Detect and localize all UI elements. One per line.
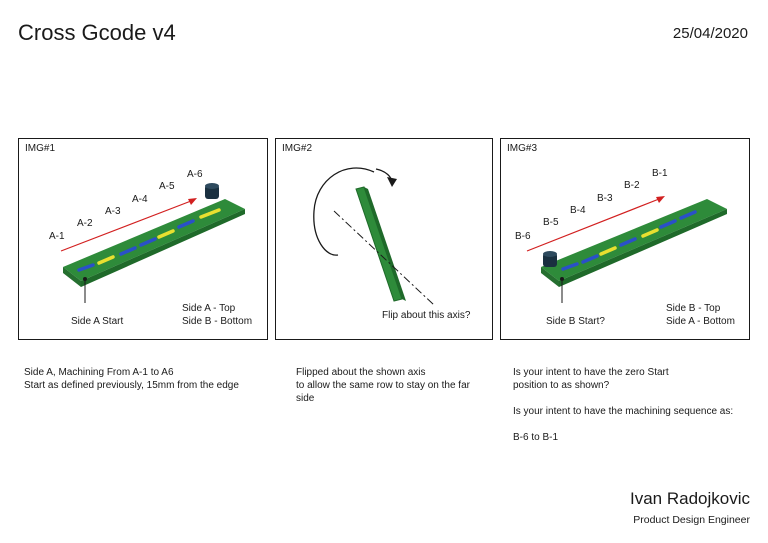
caption-line: B-6 to B-1 bbox=[513, 432, 559, 443]
caption-img3: Is your intent to have the zero Start po… bbox=[513, 366, 753, 444]
document-date: 25/04/2020 bbox=[672, 25, 748, 42]
sequence-arrowhead bbox=[188, 198, 197, 205]
img3-illustration bbox=[526, 196, 727, 303]
start-dot bbox=[83, 277, 87, 281]
board-standing-side bbox=[364, 187, 406, 301]
machining-marks bbox=[561, 210, 697, 271]
step-label: B-1 bbox=[652, 168, 668, 179]
author-name: Ivan Radojkovic bbox=[629, 489, 750, 508]
panel-img3: IMG#3 B-6 B-5 B-4 B-3 B-2 B-1 Side B Sta… bbox=[500, 138, 750, 340]
panel-img2: IMG#2 Flip about this axis? bbox=[275, 138, 493, 340]
side-bottom-label: Side A - Bottom bbox=[666, 316, 735, 327]
step-label: B-2 bbox=[624, 180, 640, 191]
fixture-top bbox=[205, 183, 219, 189]
caption-line: position to as shown? bbox=[513, 380, 610, 391]
caption-line: to allow the same row to stay on the far bbox=[296, 380, 470, 391]
flip-axis bbox=[333, 210, 435, 306]
caption-img1: Side A, Machining From A-1 to A6 Start a… bbox=[24, 366, 264, 392]
caption-line: Is your intent to have the machining seq… bbox=[513, 406, 734, 417]
sequence-arrowhead bbox=[656, 196, 665, 203]
caption-line: side bbox=[296, 393, 315, 404]
img1-illustration bbox=[60, 183, 245, 303]
board-side bbox=[81, 209, 245, 287]
machining-marks bbox=[77, 208, 221, 272]
step-label: A-6 bbox=[187, 169, 203, 180]
page-title: Cross Gcode v4 bbox=[18, 20, 176, 45]
rotation-arrowhead bbox=[387, 177, 397, 187]
caption-line: Flipped about the shown axis bbox=[296, 367, 426, 378]
caption-line bbox=[513, 418, 753, 431]
panel-label: IMG#3 bbox=[507, 143, 538, 154]
caption-line: Side A, Machining From A-1 to A6 bbox=[24, 367, 174, 378]
board-end bbox=[63, 267, 81, 287]
caption-line: Is your intent to have the zero Start bbox=[513, 367, 669, 378]
board-side bbox=[559, 209, 727, 287]
step-label: A-2 bbox=[77, 218, 93, 229]
step-label: A-4 bbox=[132, 194, 148, 205]
step-label: A-3 bbox=[105, 206, 121, 217]
side-top-label: Side B - Top bbox=[666, 303, 721, 314]
caption-img2: Flipped about the shown axis to allow th… bbox=[296, 366, 496, 405]
caption-line: Start as defined previously, 15mm from t… bbox=[24, 380, 239, 391]
step-label: A-5 bbox=[159, 181, 175, 192]
fixture-top bbox=[543, 251, 557, 257]
step-label: B-6 bbox=[515, 231, 531, 242]
board-end bbox=[541, 267, 559, 287]
start-label: Side A Start bbox=[71, 316, 124, 327]
axis-note: Flip about this axis? bbox=[382, 310, 471, 321]
step-label: A-1 bbox=[49, 231, 65, 242]
caption-line bbox=[513, 392, 753, 405]
side-top-label: Side A - Top bbox=[182, 303, 236, 314]
side-bottom-label: Side B - Bottom bbox=[182, 316, 253, 327]
step-label: B-5 bbox=[543, 217, 559, 228]
sequence-arrow bbox=[526, 198, 660, 252]
panel-label: IMG#2 bbox=[282, 143, 313, 154]
panel-img1: IMG#1 A-1 A-2 A-3 A-4 A-5 A-6 Side A Sta… bbox=[18, 138, 268, 340]
step-label: B-4 bbox=[570, 205, 586, 216]
img2-illustration bbox=[313, 167, 435, 306]
panel-label: IMG#1 bbox=[25, 143, 56, 154]
author-role: Product Design Engineer bbox=[633, 514, 750, 526]
start-label: Side B Start? bbox=[546, 316, 605, 327]
step-label: B-3 bbox=[597, 193, 613, 204]
rotation-arc bbox=[313, 167, 375, 256]
start-dot bbox=[560, 277, 564, 281]
sequence-arrow bbox=[60, 200, 192, 252]
board-standing bbox=[355, 186, 403, 302]
